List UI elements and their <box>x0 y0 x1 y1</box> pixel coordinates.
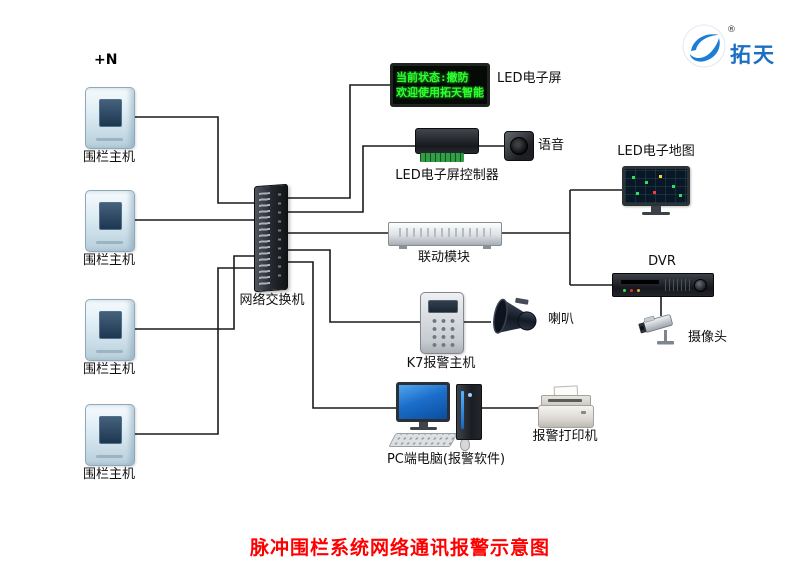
led-controller-label: LED电子屏控制器 <box>395 168 499 183</box>
voice-speaker-label: 语音 <box>538 138 565 153</box>
fence-host-device-1 <box>85 87 135 149</box>
linkage-module-device <box>388 222 502 249</box>
wire-fence4-switch <box>133 267 255 435</box>
printer-label: 报警打印机 <box>532 429 598 444</box>
pc-tower-light <box>461 391 464 429</box>
fence-host-vent <box>96 455 123 458</box>
fence-host-screen <box>99 416 122 444</box>
network-switch-device <box>254 183 288 293</box>
k7-alarm-host-label: K7报警主机 <box>406 356 476 371</box>
dvr-knob <box>694 279 707 292</box>
led-screen-device: 当前状态:撤防 欢迎使用拓天智能 <box>390 63 490 107</box>
fence-host-vent <box>96 241 123 244</box>
pc-monitor-base <box>410 427 437 430</box>
led-screen-text-line2: 欢迎使用拓天智能 <box>396 85 484 99</box>
linkage-module-vents <box>399 228 491 237</box>
fence-host-device-3 <box>85 299 135 361</box>
brand-name: 拓天 <box>730 43 776 67</box>
fence-host-label-2: 围栏主机 <box>82 253 135 268</box>
k7-screen <box>428 300 458 313</box>
fence-host-label-4: 围栏主机 <box>82 467 135 482</box>
plus-n-annotation: +N <box>94 52 118 68</box>
fence-host-vent <box>96 350 123 353</box>
registered-mark: ® <box>727 25 736 35</box>
led-map-frame <box>622 166 690 206</box>
led-map-label: LED电子地图 <box>617 144 695 159</box>
fence-host-label-1: 围栏主机 <box>82 150 135 165</box>
led-controller-body <box>415 128 479 154</box>
pc-keyboard <box>388 433 458 447</box>
horn-bracket <box>515 297 529 305</box>
pc-tower-power-button <box>468 393 472 397</box>
pc-monitor <box>396 382 450 422</box>
dvr-disc-slot <box>621 280 659 284</box>
dvr-device <box>612 273 714 297</box>
dvr-label: DVR <box>648 254 676 269</box>
printer-slot <box>548 399 582 402</box>
pc-device <box>388 380 484 451</box>
horn-driver <box>517 311 537 331</box>
camera-body <box>638 314 673 334</box>
printer-button <box>581 411 586 414</box>
wire-switch-pc <box>286 261 397 409</box>
printer-body <box>538 405 594 428</box>
fence-host-screen <box>99 99 122 127</box>
led-map-stand <box>651 206 661 212</box>
pc-tower <box>456 384 482 440</box>
diagram-title: 脉冲围栏系统网络通讯报警示意图 <box>249 537 550 559</box>
led-controller-terminal <box>420 153 464 162</box>
fence-host-device-2 <box>85 190 135 252</box>
wire-fence3-switch <box>133 255 255 330</box>
linkage-module-foot <box>399 245 407 249</box>
wire-fence1-switch <box>133 116 255 204</box>
camera-device <box>638 314 674 345</box>
dvr-status-leds <box>623 289 626 292</box>
led-screen-text-line1: 当前状态:撤防 <box>396 70 469 84</box>
wire-switch-k7 <box>286 249 420 323</box>
led-map-base <box>642 212 670 215</box>
horn-body <box>493 297 537 334</box>
led-screen-label: LED电子屏 <box>497 71 562 86</box>
led-controller-device <box>415 128 479 162</box>
fence-host-screen <box>99 311 122 339</box>
fence-host-screen <box>99 202 122 230</box>
switch-ports <box>259 192 270 285</box>
printer-device <box>538 385 594 428</box>
horn-device <box>493 297 537 334</box>
led-map-device <box>622 166 690 216</box>
camera-lens <box>640 326 645 331</box>
linkage-module-label: 联动模块 <box>417 250 470 265</box>
brand-logo-icon <box>682 24 726 68</box>
switch-edge-detail <box>278 193 281 282</box>
linkage-module-foot <box>483 245 491 249</box>
horn-bell <box>493 298 508 334</box>
horn-label: 喇叭 <box>548 312 575 327</box>
fence-host-device-4 <box>85 404 135 466</box>
pc-monitor-stand <box>419 422 428 427</box>
voice-speaker-device <box>504 131 534 161</box>
led-map-grid <box>625 169 687 203</box>
led-map-dots <box>632 176 635 179</box>
voice-speaker-cone <box>510 137 528 155</box>
pc-monitor-screen <box>399 385 447 419</box>
k7-alarm-host-device <box>420 292 464 354</box>
wire-switch-ledscreen <box>286 84 390 199</box>
fence-host-label-3: 围栏主机 <box>82 362 135 377</box>
camera-bracket <box>664 330 667 342</box>
wire-switch-ledcontroller <box>286 145 415 213</box>
pc-label: PC端电脑(报警软件) <box>386 452 506 467</box>
brand-logo: ® 拓天 <box>682 24 797 76</box>
fence-host-vent <box>96 138 123 141</box>
k7-keypad <box>429 316 456 347</box>
led-map-screen <box>625 169 687 203</box>
camera-label: 摄像头 <box>688 330 728 345</box>
dvr-vents <box>665 279 691 291</box>
camera-mount <box>657 341 674 345</box>
network-switch-label: 网络交换机 <box>239 293 305 308</box>
